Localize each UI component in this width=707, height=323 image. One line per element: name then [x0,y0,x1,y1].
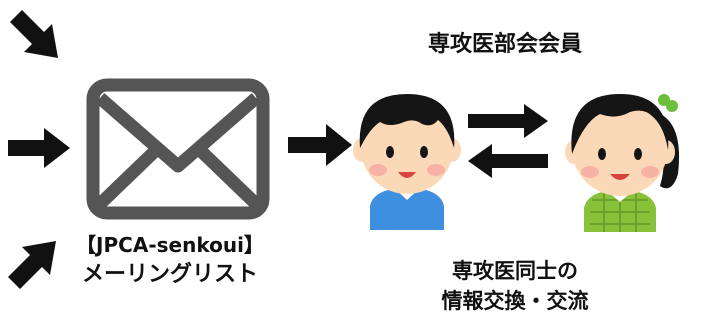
incoming-arrow-bottom-icon [8,241,56,289]
boy-avatar [353,94,461,230]
mailing-list-label: メーリングリスト [81,262,258,287]
arrow-to-member-icon [288,124,352,166]
incoming-arrow-top-icon [10,10,58,58]
exchange-line-1: 専攻医同士の [452,259,578,283]
exchange-line-2: 情報交換・交流 [441,289,589,313]
girl-avatar [565,94,680,232]
exchange-caption: 専攻医同士の 情報交換・交流 [395,256,635,316]
incoming-arrow-middle-icon [8,128,70,168]
envelope-icon [86,78,270,220]
members-title: 専攻医部会会員 [427,32,582,57]
mailing-list-name: 【JPCA-senkoui】 [76,233,264,257]
mailing-list-caption: 【JPCA-senkoui】 メーリングリスト [40,230,300,290]
exchange-arrows-icon [468,104,548,178]
